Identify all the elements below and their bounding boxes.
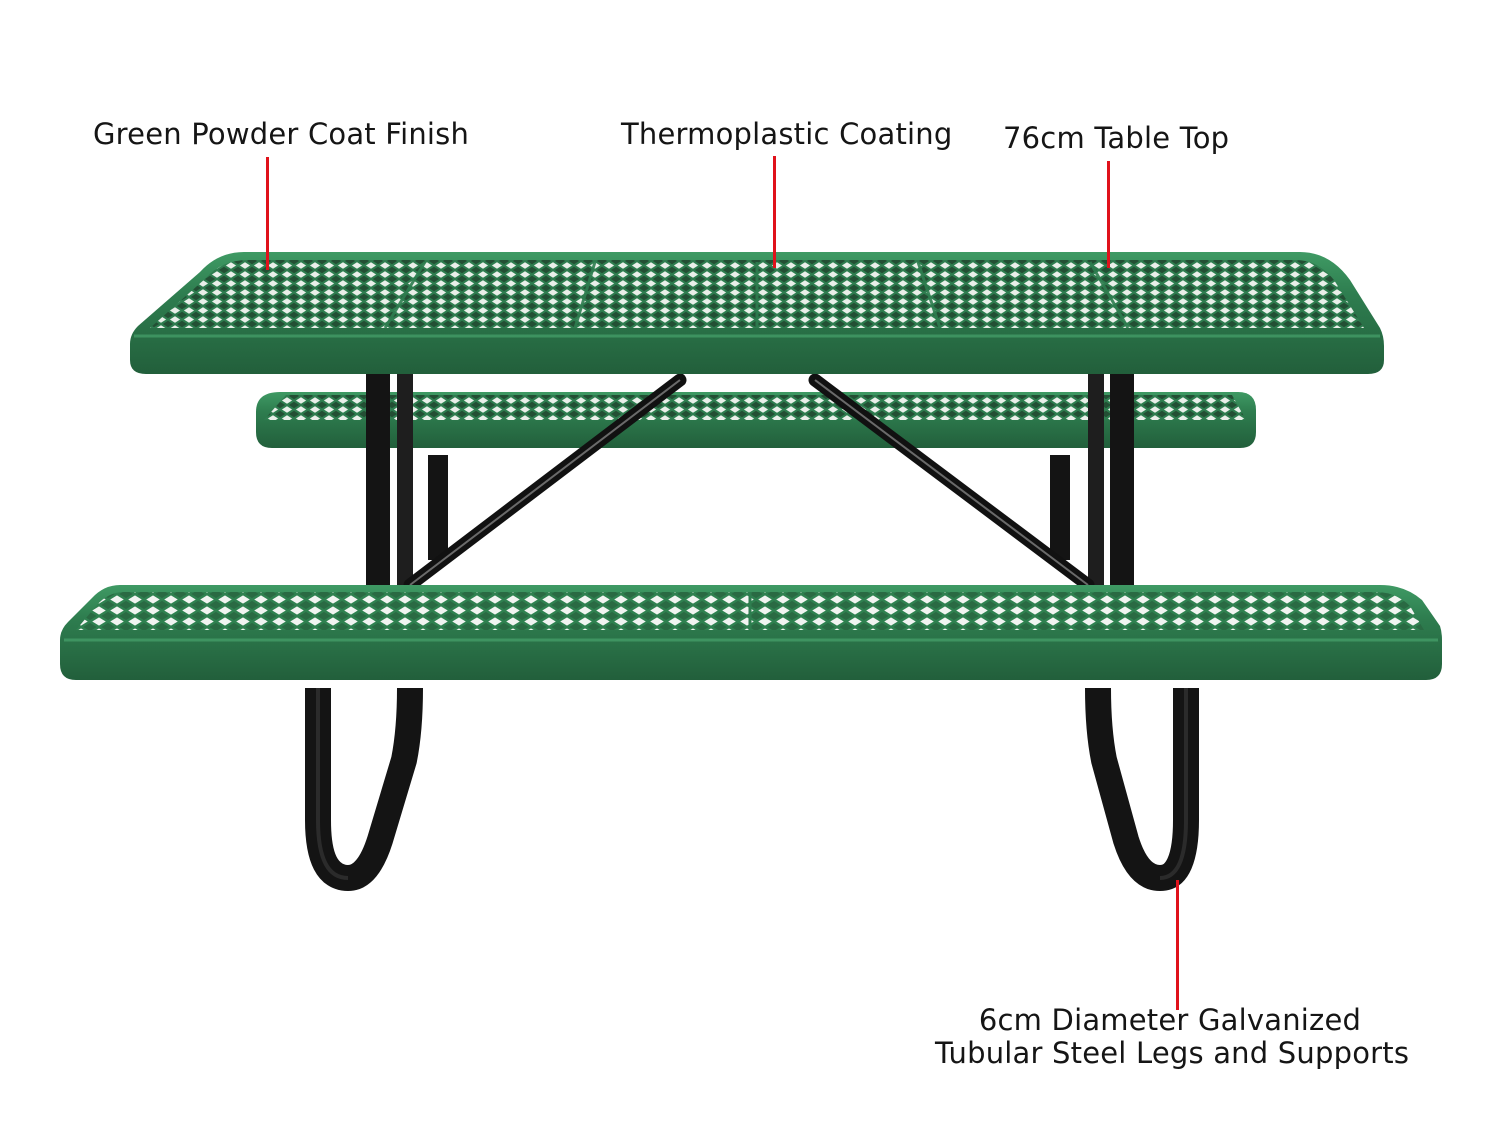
leader-line-legs: [1176, 880, 1179, 1010]
leg-loops: [305, 687, 1199, 891]
callout-label-table-top: 76cm Table Top: [1003, 121, 1230, 155]
front-bench: [60, 585, 1442, 680]
table-top: [130, 252, 1384, 374]
leader-line-finish: [266, 157, 269, 270]
callout-label-legs-line-2: Tubular Steel Legs and Supports: [935, 1036, 1410, 1071]
back-bench: [256, 392, 1256, 448]
callout-label-legs: 6cm Diameter Galvanized Tubular Steel Le…: [935, 1003, 1410, 1071]
leader-line-coating: [773, 156, 776, 268]
back-legs: [428, 455, 1070, 560]
callout-label-coating: Thermoplastic Coating: [621, 117, 953, 151]
table-legs: [366, 372, 1134, 600]
callout-label-legs-line-1: 6cm Diameter Galvanized: [978, 1003, 1362, 1037]
cross-braces: [403, 373, 1095, 592]
callout-label-finish: Green Powder Coat Finish: [93, 117, 470, 151]
leader-line-table-top: [1107, 161, 1110, 268]
